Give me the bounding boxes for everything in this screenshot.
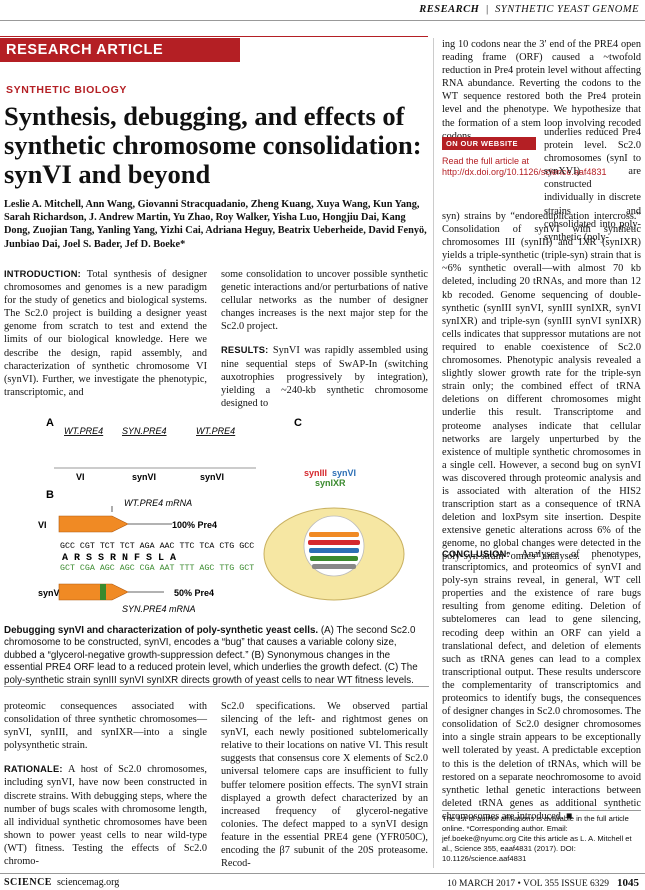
right-column-main: syn) strains by “endoreduplication inter…: [442, 211, 641, 563]
summary-figure: A WT.PRE4 SYN.PRE4 WT.PRE4 VI synVI synV…: [4, 414, 429, 622]
syn-codons: GCT CGA AGC AGC CGA AAT TTT AGC TTG GCT: [60, 564, 254, 573]
plate-label-synvi: synVI: [132, 472, 156, 482]
summary-banner: RESEARCH ARTICLE SUMMARY: [0, 38, 240, 82]
page-footer: SCIENCE sciencemag.org 10 MARCH 2017 • V…: [0, 873, 645, 890]
wt-codons: GCC CGT TCT TCT AGA AAC TTC TCA CTG GCC: [60, 542, 254, 551]
caption-rule: [4, 686, 429, 687]
plate-label-vi: VI: [76, 472, 85, 482]
legend-synIXR: synIXR: [315, 478, 346, 488]
colony-plate: [54, 442, 256, 469]
journal-site: sciencemag.org: [56, 877, 120, 888]
pre4-50-label: 50% Pre4: [174, 588, 214, 598]
author-list: Leslie A. Mitchell, Ann Wang, Giovanni S…: [4, 199, 427, 250]
section-kicker: SYNTHETIC BIOLOGY: [6, 84, 128, 96]
figure-caption: Debugging synVI and characterization of …: [4, 625, 418, 686]
header-text: RESEARCH | SYNTHETIC YEAST GENOME: [419, 4, 639, 15]
syn-pre4-label: SYN.PRE4: [122, 426, 167, 436]
syn-mrna-label: SYN.PRE4 mRNA: [122, 604, 196, 614]
article-title: Synthesis, debugging, and effects of syn…: [4, 101, 422, 189]
footnote-rule: [442, 810, 641, 811]
legend-synIII: synIII: [304, 468, 327, 478]
banner-rule: [0, 36, 428, 37]
website-box: ON OUR WEBSITE Read the full article at …: [442, 137, 607, 178]
panel-b-label: B: [46, 489, 54, 501]
panel-a-label: A: [46, 417, 54, 429]
left-bottom-column: proteomic consequences associated with c…: [4, 701, 207, 868]
introduction-paragraph: INTRODUCTION: Total synthesis of designe…: [4, 269, 207, 398]
panel-c-label: C: [294, 417, 302, 429]
wt-pre4-label: WT.PRE4: [64, 426, 103, 436]
issue-date: 10 MARCH 2017 • VOL 355 ISSUE 6329: [447, 879, 609, 889]
wt-mrna-label: WT.PRE4 mRNA: [124, 498, 192, 508]
website-link[interactable]: Read the full article at http://dx.doi.o…: [442, 156, 607, 177]
legend-synVI: synVI: [332, 468, 356, 478]
yeast-cell: [263, 507, 405, 601]
footnote: The list of author affiliations is avail…: [442, 814, 632, 863]
right-column-narrow: underlies reduced Pre4 protein level. Sc…: [544, 127, 641, 243]
plate-label-synvi-2: synVI: [200, 472, 224, 482]
results-column: some consolidation to uncover possible s…: [221, 269, 428, 409]
wt-pre4-label-2: WT.PRE4: [196, 426, 235, 436]
conclusion-paragraph: CONCLUSION: Analyses of phenotypes, tran…: [442, 549, 641, 822]
pre4-100-label: 100% Pre4: [172, 520, 217, 530]
mid-bottom-column: Sc2.0 specifications. We observed partia…: [221, 701, 428, 870]
page-number: 1045: [617, 877, 639, 889]
row-label-synvi: synVI: [38, 588, 62, 598]
amino-acids: A R S S R N F S L A: [62, 553, 176, 564]
column-divider: [433, 38, 434, 868]
journal-name: SCIENCE: [4, 877, 52, 888]
results-continued: proteomic consequences associated with c…: [4, 701, 207, 752]
figure-graphic: A WT.PRE4 SYN.PRE4 WT.PRE4 VI synVI synV…: [38, 417, 405, 614]
intro-continued: some consolidation to uncover possible s…: [221, 269, 428, 333]
website-label: ON OUR WEBSITE: [442, 137, 536, 150]
row-label-vi: VI: [38, 520, 47, 530]
right-column-top: ing 10 codons near the 3′ end of the PRE…: [442, 39, 641, 142]
running-header: RESEARCH | SYNTHETIC YEAST GENOME: [0, 0, 645, 22]
